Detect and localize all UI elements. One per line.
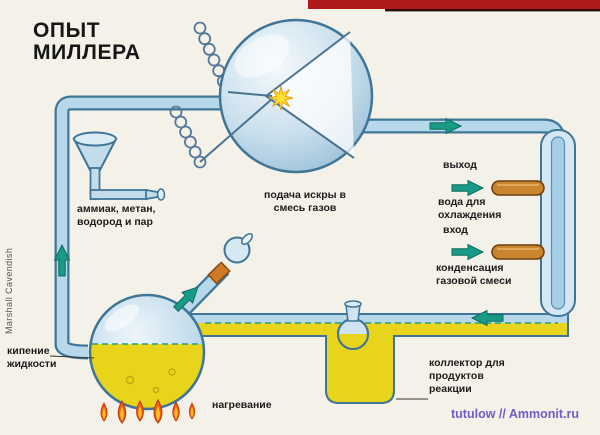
watermark-text: tutulow // Ammonit.ru xyxy=(451,407,579,421)
label-boiling-liquid: кипение жидкости xyxy=(7,345,57,371)
label-water-inlet: вход xyxy=(443,224,468,236)
inlet-arrow-icon xyxy=(451,244,484,260)
credit-text: Marshall Cavendish xyxy=(4,247,14,334)
top-accent-bar xyxy=(308,0,600,12)
label-collector: коллектор для продуктов реакции xyxy=(429,357,505,396)
label-heating: нагревание xyxy=(212,399,272,411)
label-cooling-water: вода для охлаждения xyxy=(438,196,502,222)
label-condensation: конденсация газовой смеси xyxy=(436,262,512,288)
liquid-in-tube xyxy=(140,323,568,403)
label-gas-mixture: аммиак, метан, водород и пар xyxy=(77,203,156,229)
spark-cone xyxy=(266,32,354,158)
neck-stopper xyxy=(207,233,253,285)
gas-inlet-funnel xyxy=(72,131,166,201)
outlet-arrow-icon xyxy=(451,180,484,196)
spark-icon xyxy=(268,85,294,111)
cooling-water-outlet-pipe xyxy=(491,180,545,196)
boiling-liquid xyxy=(89,344,204,410)
boiling-flask xyxy=(49,293,206,411)
page-title: ОПЫТ МИЛЛЕРА xyxy=(33,19,141,65)
collector-trap-flask xyxy=(337,300,369,350)
label-water-outlet: выход xyxy=(443,159,477,171)
cooling-water-inlet-pipe xyxy=(491,244,545,260)
label-spark-supply: подача искры в смесь газов xyxy=(263,189,347,215)
boiling-pointer-line xyxy=(49,355,95,359)
condenser xyxy=(540,129,576,317)
spark-flask xyxy=(199,18,374,174)
bottom-tube xyxy=(139,313,569,404)
